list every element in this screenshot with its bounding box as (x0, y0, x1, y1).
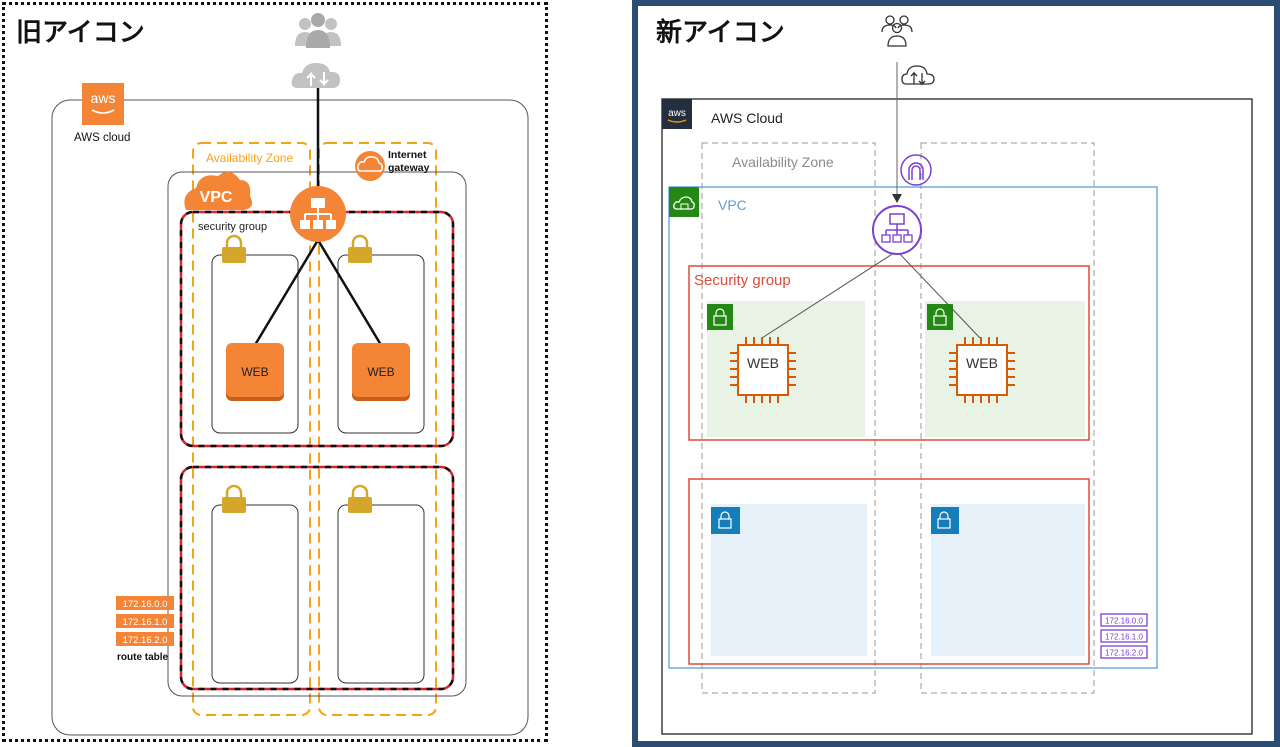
aws-logo-icon: aws (82, 83, 124, 125)
users-icon (295, 13, 341, 48)
load-balancer-icon (872, 205, 922, 255)
old-igw-label-2: gateway (388, 162, 430, 174)
svg-text:172.16.1.0: 172.16.1.0 (1105, 633, 1143, 642)
old-subnet-public-2 (337, 254, 425, 434)
web-server-icon: WEB (226, 343, 284, 401)
old-security-group-2 (179, 465, 455, 691)
aws-logo-icon: aws (662, 99, 692, 129)
old-igw-label-1: Internet (388, 149, 427, 161)
old-vpc-boundary (167, 171, 467, 697)
lock-icon (222, 484, 246, 513)
lock-icon (707, 304, 733, 330)
ec2-instance-icon (949, 337, 1015, 403)
new-connector-web-1 (761, 250, 898, 339)
new-availability-zone-2 (920, 142, 1095, 694)
new-architecture-diagram: aws AWS Cloud Availability Zone VPC Secu… (661, 15, 1253, 735)
svg-text:VPC: VPC (200, 189, 233, 206)
old-connector-web-2 (316, 239, 383, 346)
new-security-group-1 (688, 265, 1090, 441)
internet-icon (291, 63, 340, 88)
old-connector-web-1 (253, 239, 320, 346)
new-vpc-boundary (668, 186, 1158, 669)
old-az-label: Availability Zone (206, 151, 293, 165)
vpc-cloud-icon: VPC (184, 171, 252, 210)
vpc-icon (669, 187, 699, 217)
new-az-label: Availability Zone (732, 154, 834, 170)
new-connector-web-2 (896, 250, 981, 339)
old-availability-zone-2 (318, 142, 437, 716)
svg-text:WEB: WEB (367, 365, 394, 379)
load-balancer-icon (290, 186, 346, 242)
old-security-group-label: security group (198, 221, 267, 233)
old-architecture-diagram: aws AWS cloud Availability Zone VPC Inte… (51, 13, 529, 736)
route-table-icon: 172.16.0.0 172.16.1.0 172.16.2.0 (116, 596, 174, 646)
users-icon (881, 15, 913, 47)
internet-icon (901, 65, 935, 86)
svg-text:aws: aws (668, 108, 686, 119)
old-subnet-private-2 (337, 504, 425, 684)
lock-icon (348, 234, 372, 263)
internet-gateway-icon (355, 151, 385, 181)
old-icons-title: 旧アイコン (16, 18, 145, 48)
new-icons-title: 新アイコン (656, 18, 785, 48)
old-aws-cloud-label: AWS cloud (74, 132, 130, 144)
new-security-group-2 (688, 478, 1090, 665)
web-server-icon: WEB (352, 343, 410, 401)
svg-text:172.16.1.0: 172.16.1.0 (123, 617, 168, 628)
old-icons-panel (2, 2, 548, 742)
new-aws-cloud-label: AWS Cloud (711, 110, 783, 126)
new-availability-zone-1 (701, 142, 876, 694)
svg-text:172.16.2.0: 172.16.2.0 (123, 635, 168, 646)
new-aws-cloud-boundary (661, 98, 1253, 735)
old-subnet-private-1 (211, 504, 299, 684)
svg-text:WEB: WEB (241, 365, 268, 379)
new-vpc-label: VPC (718, 197, 747, 213)
lock-icon (348, 484, 372, 513)
route-table-icon: 172.16.0.0 172.16.1.0 172.16.2.0 (1100, 613, 1148, 659)
new-web-label-2: WEB (966, 355, 998, 371)
ec2-instance-icon (730, 337, 796, 403)
old-availability-zone-1 (192, 142, 311, 716)
old-aws-cloud-boundary (51, 99, 529, 736)
svg-text:172.16.2.0: 172.16.2.0 (1105, 649, 1143, 658)
lock-icon (711, 507, 740, 534)
new-security-group-label: Security group (694, 272, 791, 289)
old-subnet-public-1 (211, 254, 299, 434)
lock-icon (927, 304, 953, 330)
svg-text:172.16.0.0: 172.16.0.0 (123, 599, 168, 610)
svg-text:aws: aws (91, 90, 116, 106)
new-web-label-1: WEB (747, 355, 779, 371)
svg-text:172.16.0.0: 172.16.0.0 (1105, 617, 1143, 626)
old-security-group-1 (179, 210, 455, 448)
internet-gateway-icon (900, 154, 932, 186)
lock-icon (931, 507, 959, 534)
old-route-table-label: route table (117, 652, 169, 663)
lock-icon (222, 234, 246, 263)
